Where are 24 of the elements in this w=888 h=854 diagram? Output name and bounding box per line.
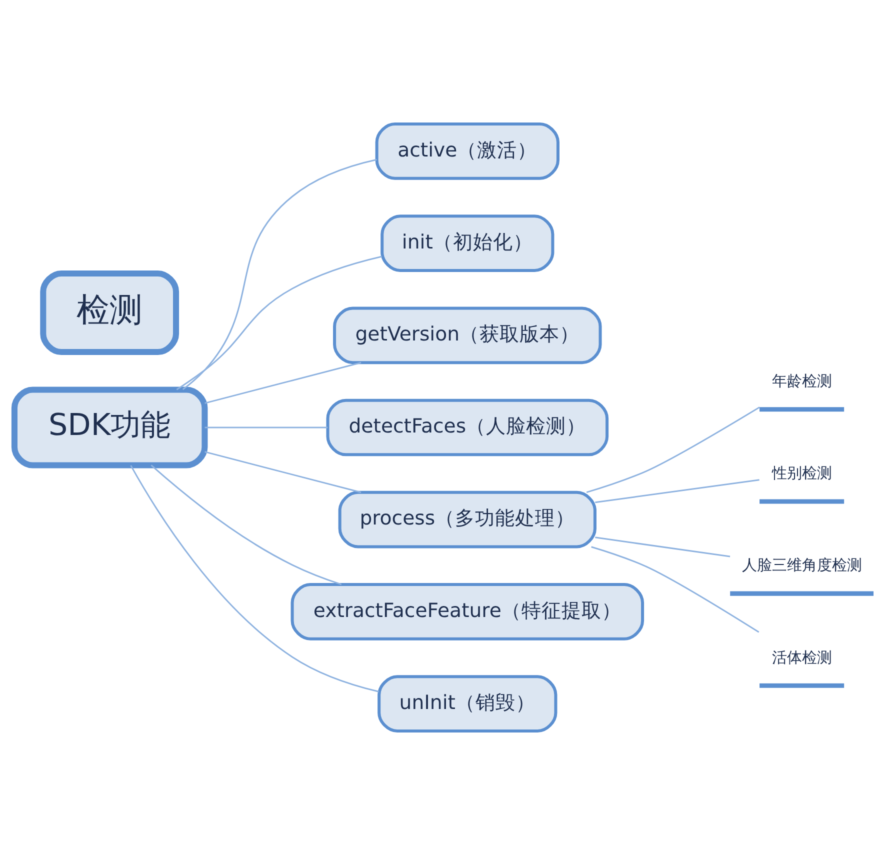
node-box: unInit（销毁） [378,674,558,732]
node-box: SDK功能 [11,386,208,468]
node-box: process（多功能处理） [338,490,596,548]
node-box: 检测 [40,270,180,355]
node-text: 性别检测 [772,464,832,482]
connector [182,158,377,390]
connector [595,478,760,503]
node-text: 年龄检测 [772,371,832,390]
node-text: 活体检测 [772,648,832,666]
connector [204,361,362,404]
connector [176,255,382,390]
connector [595,536,730,557]
node-box: active（激活） [375,122,560,180]
connector [130,464,379,692]
connector [586,406,760,493]
node-box: extractFaceFeature（特征提取） [290,582,644,640]
connector [591,546,760,632]
node-text: 人脸三维角度检测 [742,556,862,574]
node-box: detectFaces（人脸检测） [326,398,609,456]
node-box: init（初始化） [380,214,554,272]
node-box: getVersion（获取版本） [333,306,602,364]
connector [204,450,362,493]
connector [204,426,328,428]
connector [150,464,342,585]
